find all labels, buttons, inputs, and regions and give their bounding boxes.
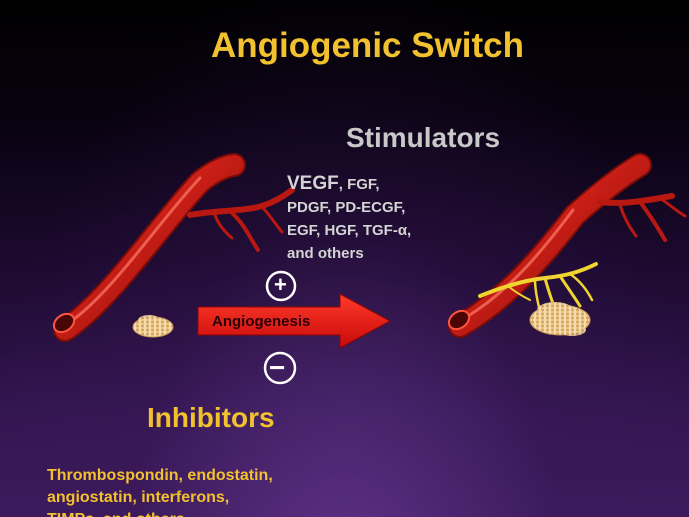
minus-sign: −: [269, 352, 286, 383]
right-blood-vessel-icon: [447, 153, 687, 338]
inhibitors-line-3: TIMPs, and others: [47, 509, 273, 517]
angiogenesis-arrow-icon: [197, 293, 392, 349]
angiogenesis-arrow-label: Angiogenesis: [212, 313, 311, 330]
dormant-tumor-cells-icon: [132, 315, 174, 338]
minus-circle-icon: [263, 351, 297, 385]
plus-circle-icon: [265, 270, 297, 302]
vascularized-tumor-cells-icon: [529, 302, 591, 336]
left-blood-vessel-icon: [52, 153, 295, 342]
stimulators-line-1: VEGF, FGF,: [287, 172, 411, 196]
inhibitors-heading: Inhibitors: [147, 402, 275, 433]
stimulators-heading: Stimulators: [346, 122, 501, 153]
slide-title: Angiogenic Switch: [210, 26, 525, 65]
primary-stimulator-factor: VEGF: [287, 173, 339, 194]
inhibitors-list: Thrombospondin, endostatin, angiostatin,…: [47, 465, 273, 517]
stimulators-line-2: PDGF, PD-ECGF,: [287, 199, 406, 216]
stimulators-line-4: and others: [287, 245, 364, 262]
stimulators-line-1-rest: , FGF,: [338, 176, 380, 193]
new-capillaries-icon: [478, 262, 598, 314]
inhibitors-line-1: Thrombospondin, endostatin,: [47, 467, 273, 484]
stimulators-list: VEGF, FGF, PDGF, PD-ECGF, EGF, HGF, TGF-…: [287, 172, 411, 265]
plus-sign: +: [274, 272, 287, 297]
stimulators-line-3: EGF, HGF, TGF-α,: [287, 222, 412, 239]
inhibitors-line-2: angiostatin, interferons,: [47, 489, 230, 506]
